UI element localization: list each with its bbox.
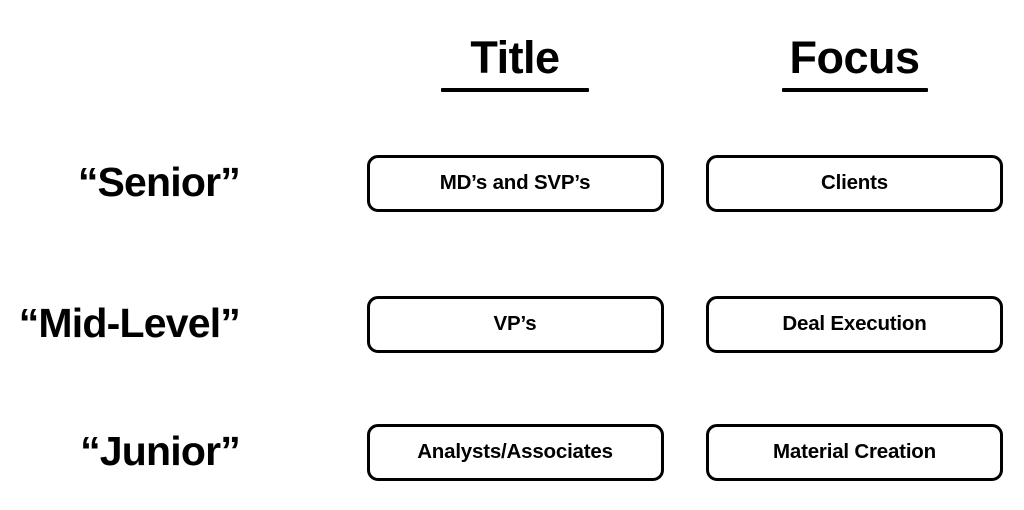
box-mid-level-title: VP’s bbox=[366, 295, 664, 353]
box-senior-focus-label: Clients bbox=[821, 170, 888, 194]
column-header-title-underline bbox=[441, 87, 589, 92]
box-junior-title: Analysts/Associates bbox=[366, 423, 664, 481]
box-junior-focus: Material Creation bbox=[706, 423, 1003, 481]
box-senior-focus: Clients bbox=[706, 154, 1003, 212]
column-header-focus-underline bbox=[781, 87, 928, 92]
box-senior-title-label: MD’s and SVP’s bbox=[439, 170, 591, 194]
column-header-title-label: Title bbox=[470, 31, 560, 83]
column-header-focus-label: Focus bbox=[789, 31, 920, 83]
row-label-senior: “Senior” bbox=[77, 159, 241, 206]
column-header-focus: Focus bbox=[781, 21, 928, 92]
row-label-mid-level: “Mid-Level” bbox=[18, 300, 241, 347]
column-header-title: Title bbox=[441, 21, 589, 92]
box-junior-focus-label: Material Creation bbox=[773, 439, 936, 463]
box-mid-level-title-label: VP’s bbox=[493, 311, 537, 335]
row-label-junior: “Junior” bbox=[80, 428, 241, 475]
box-mid-level-focus: Deal Execution bbox=[706, 295, 1003, 353]
box-senior-title: MD’s and SVP’s bbox=[366, 154, 664, 212]
box-mid-level-focus-label: Deal Execution bbox=[782, 311, 927, 335]
box-junior-title-label: Analysts/Associates bbox=[417, 439, 613, 463]
